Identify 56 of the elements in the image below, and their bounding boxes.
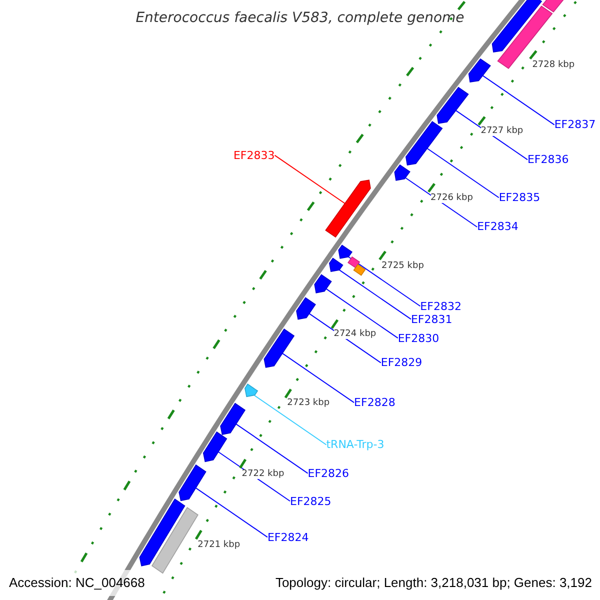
gene-label: EF2828 [354,397,396,408]
gene-feature [264,328,295,368]
leader-line [326,288,398,339]
gene-feature [244,384,258,398]
gene-feature [468,58,491,83]
scale-label: 2721 kbp [198,540,240,550]
gene-feature [406,121,443,166]
leader-line [348,256,421,307]
gene-label: tRNA-Trp-3 [326,439,384,450]
scale-label: 2724 kbp [334,330,376,340]
gene-block [542,0,564,13]
gene-label: EF2826 [308,468,350,479]
leader-line [274,154,346,204]
gene-feature [492,0,542,52]
gene-feature [220,402,246,436]
leader-line [195,487,268,538]
leader-line [482,75,555,126]
leader-line [426,148,500,198]
scale-label: 2722 kbp [242,470,284,479]
gene-label: EF2836 [527,154,569,166]
gene-label: EF2832 [420,300,462,312]
leader-line [254,395,327,446]
gene-feature [325,180,371,238]
leader-line [236,424,308,474]
gene-feature [202,431,228,462]
gene-feature [178,464,206,502]
gene-feature [329,258,344,272]
gene-feature [394,164,410,181]
title: Enterococcus faecalis V583, complete genome [136,10,464,26]
gene-label: EF2834 [477,221,518,232]
gene-block [497,6,553,69]
gene-label: EF2837 [554,119,596,130]
scale-label: 2725 kbp [382,262,424,270]
gene-label: EF2835 [498,192,540,204]
gene-block [348,256,360,268]
leader-line [338,269,412,320]
gene-label: EF2824 [267,532,309,543]
gene-label: EF2825 [290,496,332,507]
gene-label: EF2831 [410,314,452,325]
gene-feature [436,86,469,124]
scale-label: 2723 kbp [287,399,330,408]
leader-line [404,177,478,228]
scale-label: 2726 kbp [430,194,473,203]
scale-label: 2728 kbp [532,60,575,70]
gene-feature [338,244,352,259]
gene-label: EF2829 [380,357,422,368]
gene-block [151,506,198,574]
gene-feature [314,274,332,294]
gene-label: EF2830 [398,332,440,344]
leader-line [282,352,355,404]
genome-summary: Topology: circular; Length: 3,218,031 bp; Genes: 3,192 [275,575,592,590]
gene-feature [139,498,186,566]
gene-block [353,264,366,276]
gene-label: EF2833 [233,150,275,161]
gene-feature [296,297,316,320]
scale-label: 2727 kbp [480,126,524,136]
